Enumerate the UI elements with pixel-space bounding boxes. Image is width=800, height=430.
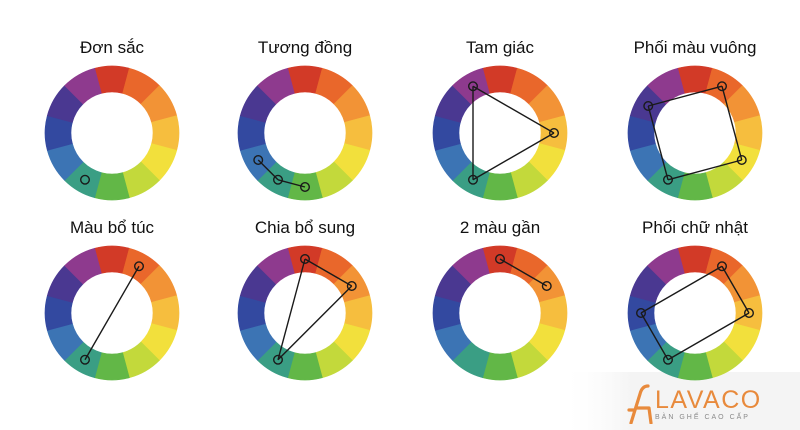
brand-tagline: BÀN GHẾ CAO CẤP	[655, 414, 750, 421]
color-wheel-two-adjacent: 2 màu gần	[432, 218, 568, 381]
color-wheel-triadic: Tam giác	[432, 38, 568, 201]
selected-hue-marker	[663, 354, 674, 365]
selected-hue-marker	[273, 174, 284, 185]
chair-icon	[627, 384, 655, 429]
footer-band	[560, 372, 800, 430]
connector-line	[277, 258, 306, 360]
selected-hue-marker	[541, 281, 552, 292]
connector-line	[721, 86, 743, 161]
selected-hue-marker	[300, 181, 311, 192]
wheel-segment	[64, 247, 102, 285]
wheel-title: Phối chữ nhật	[642, 218, 748, 237]
color-wheel-monochrome: Đơn sắc	[44, 38, 180, 201]
selected-hue-marker	[79, 354, 90, 365]
connector-line	[640, 312, 669, 361]
wheel-title: Đơn sắc	[80, 38, 145, 57]
color-wheel-complementary: Màu bổ túc	[44, 218, 180, 381]
connector-line	[721, 265, 750, 314]
color-wheel-split-complementary: Chia bổ sung	[237, 218, 373, 381]
connector-line	[648, 85, 723, 107]
wheel-title: Phối màu vuông	[634, 38, 757, 57]
connector-line	[277, 285, 353, 361]
selected-hue-marker	[736, 154, 747, 165]
wheel-segment	[452, 247, 490, 285]
selected-hue-marker	[495, 253, 506, 264]
connector-line	[647, 105, 669, 180]
color-wheel-square: Phối màu vuông	[627, 38, 763, 201]
wheel-segment	[647, 67, 685, 105]
selected-hue-marker	[79, 174, 90, 185]
color-wheel-analogous: Tương đồng	[237, 38, 373, 201]
connector-line	[472, 85, 555, 134]
selected-hue-marker	[717, 261, 728, 272]
wheel-title: Màu bổ túc	[70, 218, 155, 237]
connector-line	[640, 265, 723, 314]
brand-name: LAVACO	[655, 386, 762, 414]
wheel-title: 2 màu gần	[460, 218, 540, 237]
color-wheel-rectangle: Phối chữ nhật	[627, 218, 763, 381]
selected-hue-marker	[300, 253, 311, 264]
connector-line	[667, 312, 750, 361]
connector-line	[472, 132, 555, 181]
selected-hue-marker	[663, 174, 674, 185]
connector-line	[667, 159, 742, 181]
selected-hue-marker	[744, 308, 755, 319]
selected-hue-marker	[468, 174, 479, 185]
selected-hue-marker	[636, 308, 647, 319]
wheel-title: Tam giác	[466, 38, 535, 57]
wheel-segment	[647, 247, 685, 285]
connector-line	[84, 265, 140, 361]
wheel-segment	[64, 67, 102, 105]
wheel-title: Chia bổ sung	[255, 218, 355, 237]
selected-hue-marker	[468, 81, 479, 92]
selected-hue-marker	[253, 154, 264, 165]
selected-hue-marker	[346, 281, 357, 292]
selected-hue-marker	[643, 100, 654, 111]
wheel-segment	[257, 247, 295, 285]
selected-hue-marker	[549, 127, 560, 138]
selected-hue-marker	[273, 354, 284, 365]
selected-hue-marker	[717, 81, 728, 92]
wheel-title: Tương đồng	[258, 38, 352, 57]
connector-line	[499, 258, 548, 287]
wheel-segment	[257, 67, 295, 105]
selected-hue-marker	[133, 261, 144, 272]
connector-line	[304, 258, 353, 287]
